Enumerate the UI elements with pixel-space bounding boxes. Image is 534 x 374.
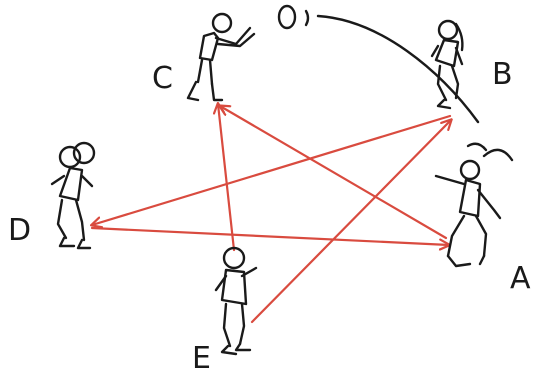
label-e: E <box>192 341 211 374</box>
player-a-figure <box>434 142 514 268</box>
ball-flight-arc <box>316 14 480 124</box>
label-b: B <box>492 57 513 92</box>
player-c-figure <box>186 12 256 102</box>
pass-arrow-a-to-c <box>220 106 448 240</box>
label-d: D <box>8 213 31 248</box>
pass-arrow-d-to-a <box>90 226 449 245</box>
ball-trail-mark <box>304 9 310 27</box>
pass-arrow-e-to-c <box>218 104 236 252</box>
label-a: A <box>510 261 531 296</box>
pass-arrows <box>90 104 452 324</box>
pass-arrow-e-to-b <box>250 120 451 324</box>
pass-arrow-b-to-d <box>92 114 452 225</box>
player-d-figure <box>50 141 96 250</box>
player-b-figure <box>430 19 464 110</box>
player-e-figure <box>214 246 258 356</box>
label-c: C <box>152 61 173 96</box>
ball-icon <box>277 4 297 30</box>
